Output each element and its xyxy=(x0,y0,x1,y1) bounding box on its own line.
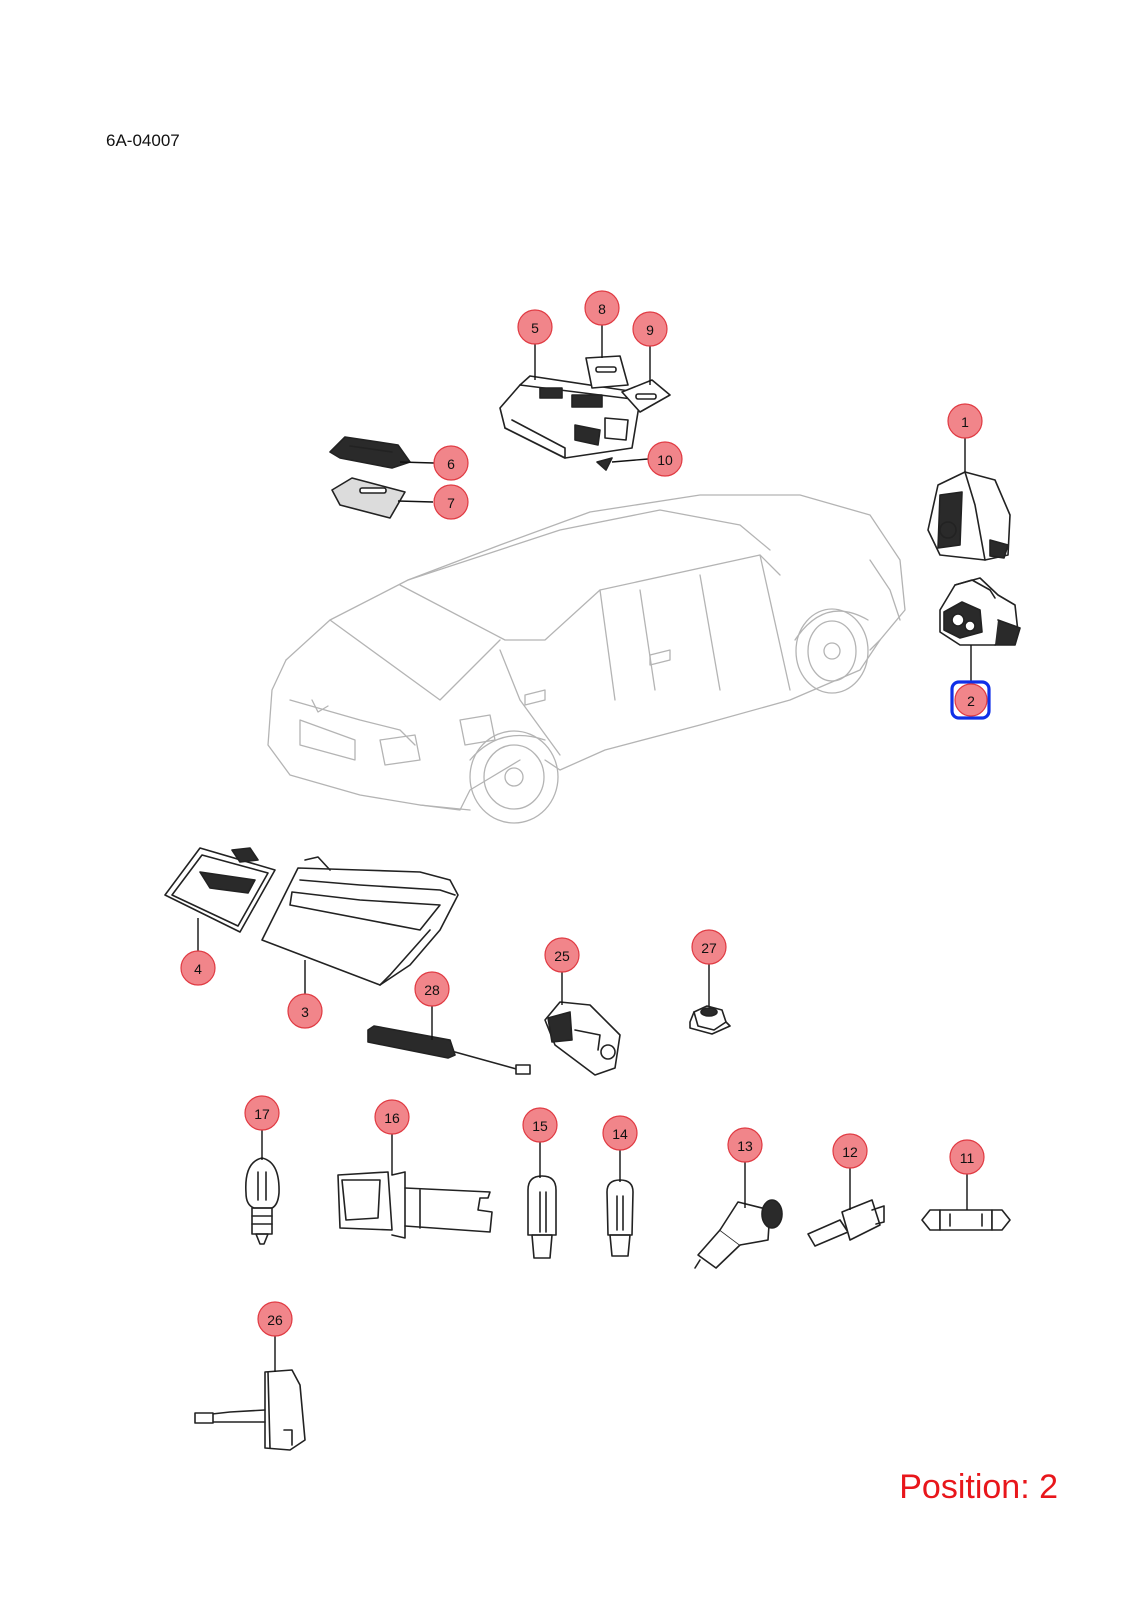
part-8-lens[interactable] xyxy=(585,355,629,389)
svg-text:10: 10 xyxy=(657,452,673,468)
svg-text:26: 26 xyxy=(267,1312,283,1328)
part-15-bulb[interactable] xyxy=(527,1175,557,1259)
part-13-headlight-bulb[interactable] xyxy=(694,1199,783,1269)
callout-26[interactable]: 26 xyxy=(257,1301,293,1337)
callout-14[interactable]: 14 xyxy=(602,1115,638,1151)
callout-11[interactable]: 11 xyxy=(949,1139,985,1175)
part-28-strip-lamp[interactable] xyxy=(367,1025,531,1075)
callout-15[interactable]: 15 xyxy=(522,1107,558,1143)
callout-8[interactable]: 8 xyxy=(584,290,620,326)
svg-text:9: 9 xyxy=(646,322,654,338)
svg-text:17: 17 xyxy=(254,1106,270,1122)
callout-9[interactable]: 9 xyxy=(632,311,668,347)
part-11-festoon-bulb[interactable] xyxy=(921,1209,1011,1231)
part-25-lamp-socket[interactable] xyxy=(544,1001,621,1076)
svg-text:6: 6 xyxy=(447,456,455,472)
callout-3[interactable]: 3 xyxy=(287,993,323,1029)
svg-text:2: 2 xyxy=(967,693,975,709)
callout-5[interactable]: 5 xyxy=(517,309,553,345)
callout-28[interactable]: 28 xyxy=(414,971,450,1007)
svg-text:16: 16 xyxy=(384,1110,400,1126)
callout-2[interactable]: 2 xyxy=(954,683,988,717)
part-9-lens[interactable] xyxy=(621,379,671,413)
svg-text:3: 3 xyxy=(301,1004,309,1020)
part-17-bulb[interactable] xyxy=(245,1157,280,1245)
svg-text:5: 5 xyxy=(531,320,539,336)
leader-lines xyxy=(197,325,972,1372)
callout-25[interactable]: 25 xyxy=(544,937,580,973)
part-5-overhead-console[interactable] xyxy=(499,375,641,459)
svg-text:25: 25 xyxy=(554,948,570,964)
svg-text:27: 27 xyxy=(701,940,717,956)
part-7-lens[interactable] xyxy=(331,477,406,519)
callout-17[interactable]: 17 xyxy=(244,1095,280,1131)
svg-text:28: 28 xyxy=(424,982,440,998)
callout-4[interactable]: 4 xyxy=(180,950,216,986)
vehicle-outline xyxy=(267,494,906,824)
callout-10[interactable]: 10 xyxy=(647,441,683,477)
part-14-bulb[interactable] xyxy=(606,1179,634,1257)
part-6-dome-lamp[interactable] xyxy=(329,436,411,469)
part-3-tail-lamp[interactable] xyxy=(261,856,459,986)
svg-text:11: 11 xyxy=(960,1150,975,1166)
part-27-nut[interactable] xyxy=(689,1005,731,1035)
selected-callout-highlight xyxy=(950,680,991,720)
svg-text:1: 1 xyxy=(961,414,969,430)
part-12-bulb[interactable] xyxy=(807,1199,885,1247)
callout-16[interactable]: 16 xyxy=(374,1099,410,1135)
part-2-foglamp[interactable] xyxy=(939,577,1021,646)
callout-1[interactable]: 1 xyxy=(947,403,983,439)
callout-12[interactable]: 12 xyxy=(832,1133,868,1169)
part-4-tail-lamp[interactable] xyxy=(164,847,276,933)
position-indicator: Position: 2 xyxy=(899,1468,1058,1506)
svg-text:14: 14 xyxy=(612,1126,628,1142)
svg-text:8: 8 xyxy=(598,301,606,317)
part-26-hid-bulb[interactable] xyxy=(194,1369,306,1451)
document-code: 6A-04007 xyxy=(106,131,180,150)
svg-text:15: 15 xyxy=(532,1118,548,1134)
callout-13[interactable]: 13 xyxy=(727,1127,763,1163)
svg-text:4: 4 xyxy=(194,961,202,977)
part-16-socket[interactable] xyxy=(337,1171,493,1239)
svg-text:7: 7 xyxy=(447,495,455,511)
part-10-screw[interactable] xyxy=(596,457,613,471)
callout-27[interactable]: 27 xyxy=(691,929,727,965)
callout-6[interactable]: 6 xyxy=(433,445,469,481)
part-1-headlamp[interactable] xyxy=(927,471,1011,561)
svg-text:12: 12 xyxy=(842,1144,858,1160)
svg-text:13: 13 xyxy=(737,1138,753,1154)
callout-7[interactable]: 7 xyxy=(433,484,469,520)
